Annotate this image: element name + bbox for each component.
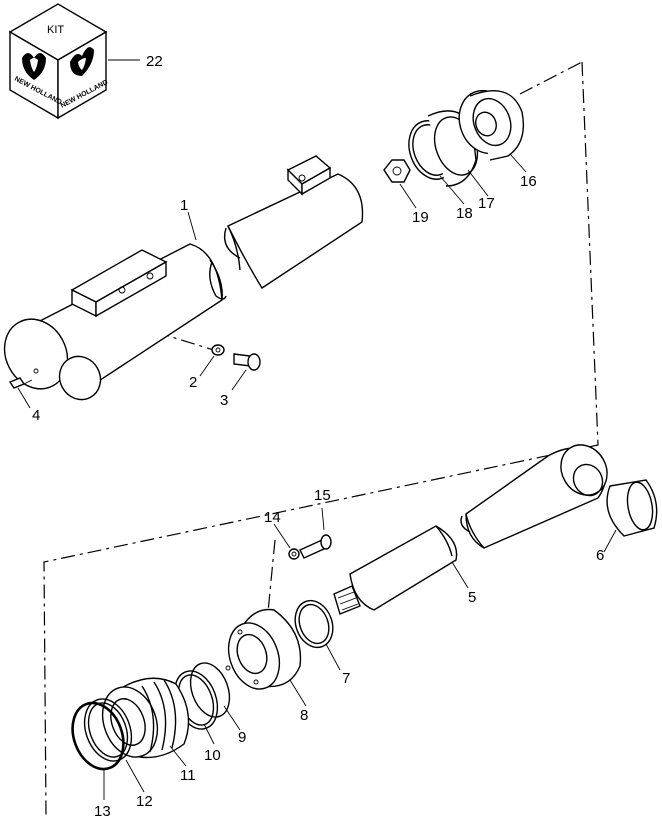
- nut-part-19: [383, 159, 411, 183]
- callout-3: 3: [220, 392, 228, 409]
- barrel-part: [3, 243, 227, 401]
- callout-12: 12: [136, 793, 153, 810]
- piston-part-16: [458, 89, 525, 161]
- o-ring-part-7: [294, 599, 334, 649]
- callout-17: 17: [478, 195, 495, 212]
- kit-box: KIT NEW HOLLAND NEW HOLLAND 22: [8, 3, 163, 120]
- callout-4: 4: [32, 407, 40, 424]
- callout-18: 18: [456, 205, 473, 222]
- callout-5: 5: [468, 589, 476, 606]
- piston-body-part-11: [101, 677, 190, 759]
- bushing-part-6: [606, 479, 658, 537]
- callout-1: 1: [180, 197, 188, 214]
- callout-16: 16: [520, 173, 537, 190]
- callout-11: 11: [180, 767, 196, 784]
- gland-part-8: [225, 608, 302, 690]
- kit-label: KIT: [47, 24, 64, 36]
- barrel-tube-section: [223, 155, 364, 289]
- callout-10: 10: [204, 747, 221, 764]
- retaining-ring-part-9: [189, 662, 231, 718]
- callout-15: 15: [314, 487, 331, 504]
- callout-22: 22: [146, 53, 163, 70]
- callout-labels: 1 2 3 4 5 6 7 8 9 10 11 12 13 14 15 16 1…: [32, 173, 604, 820]
- rod-eye-part: [460, 444, 608, 549]
- callout-13: 13: [94, 803, 111, 820]
- leader-lines: [17, 153, 617, 800]
- bolt-part-3: [233, 353, 261, 371]
- grease-fitting-part: [8, 377, 33, 389]
- piston-rod-part-5: [333, 525, 458, 615]
- callout-2: 2: [189, 374, 197, 391]
- bolt-part-15: [299, 534, 332, 559]
- callout-7: 7: [342, 670, 350, 687]
- callout-9: 9: [238, 729, 246, 746]
- callout-19: 19: [412, 209, 429, 226]
- callout-14: 14: [264, 509, 281, 526]
- o-ring-part-13: [71, 701, 125, 771]
- washer-part-2: [211, 344, 225, 356]
- callout-6: 6: [596, 547, 604, 564]
- callout-8: 8: [300, 707, 308, 724]
- washer-part-14: [288, 548, 300, 560]
